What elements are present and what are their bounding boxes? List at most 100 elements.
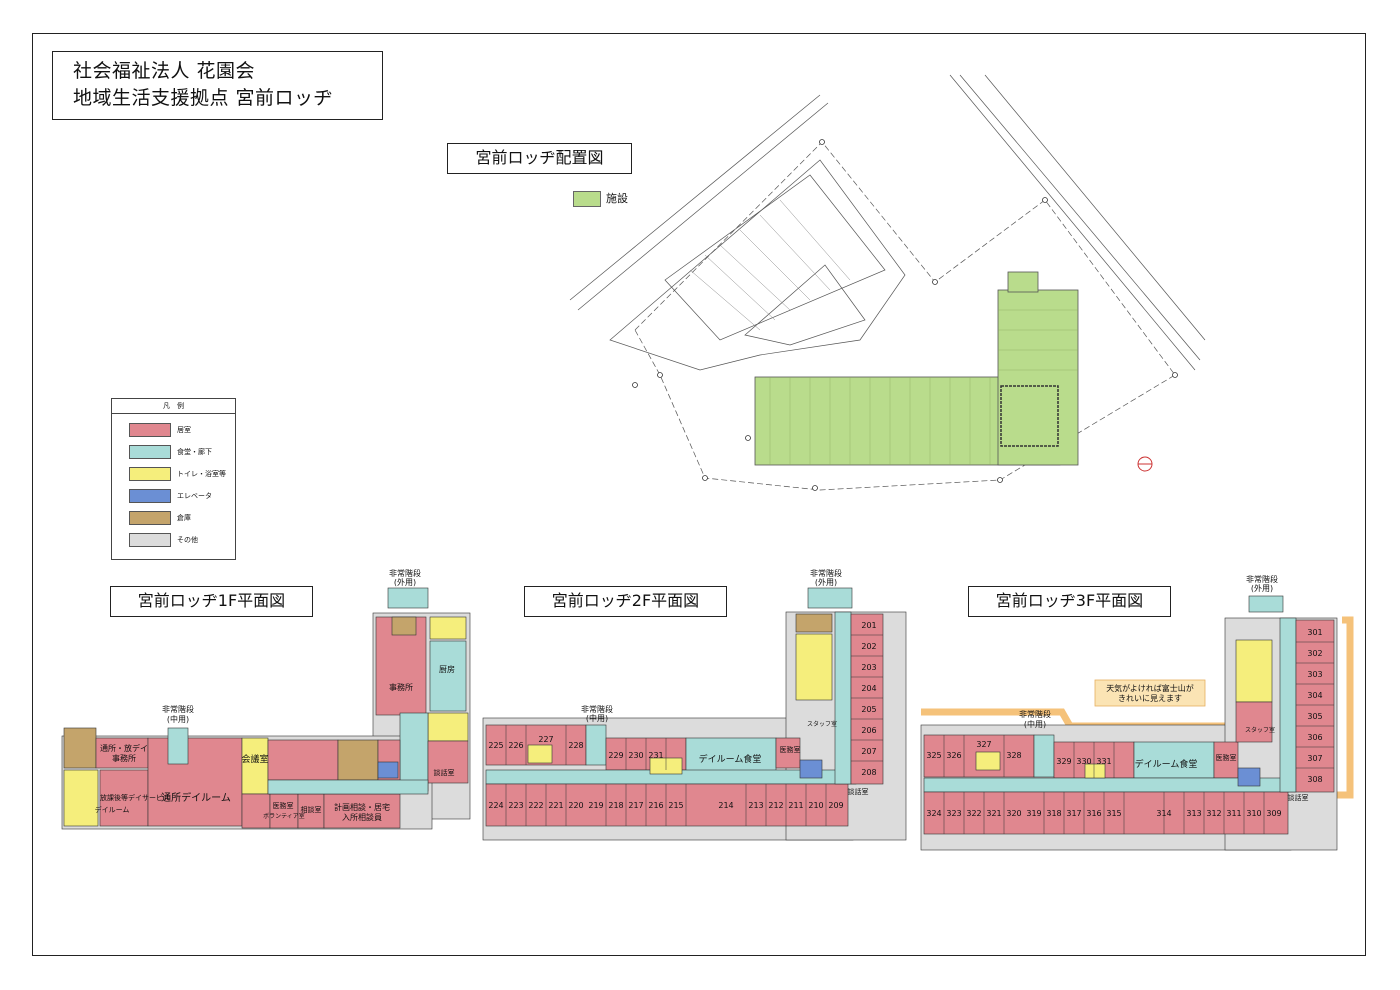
f3-room-318: 318	[1046, 809, 1061, 818]
site-plan-legend: 施設	[573, 190, 628, 207]
f3-stair-mid-label: 非常階段	[1019, 709, 1051, 719]
f2-talk: 談話室	[848, 787, 869, 796]
f3-talk: 談話室	[1288, 793, 1309, 802]
f2-stair-top-label: 非常階段	[810, 568, 842, 578]
legend-label: 倉庫	[177, 514, 191, 522]
f2-room-217: 217	[628, 801, 643, 810]
f3-room-325: 325	[926, 751, 941, 760]
f2-room-209: 209	[828, 801, 843, 810]
f3-room-301: 301	[1307, 628, 1322, 637]
f2-room-213: 213	[748, 801, 763, 810]
f3-room-316: 316	[1086, 809, 1101, 818]
f3-medical: 医務室	[1216, 753, 1237, 762]
legend-item-toilet: トイレ・浴室等	[129, 467, 226, 481]
f2-room-206: 206	[861, 726, 876, 735]
f3-room-320: 320	[1006, 809, 1021, 818]
organization-title-box: 社会福祉法人 花園会 地域生活支援拠点 宮前ロッヂ	[52, 51, 383, 120]
f2-room-219: 219	[588, 801, 603, 810]
f2-room-224: 224	[488, 801, 503, 810]
f3-dining: デイルーム食堂	[1135, 758, 1198, 770]
fuji-note-line2: きれいに見えます	[1118, 694, 1182, 703]
legend-item-other: その他	[129, 533, 198, 547]
f1-room-volunteer: ボランティア室	[263, 812, 305, 820]
legend-swatch	[129, 445, 171, 459]
f1-room-dayroom: デイルーム	[95, 805, 130, 814]
f3-room-327: 327	[976, 740, 991, 749]
facility-legend-label: 施設	[606, 192, 628, 205]
legend-swatch	[129, 511, 171, 525]
drawing-frame	[32, 33, 1366, 956]
f1-stair-top-sub: (外用)	[394, 577, 416, 587]
organization-name: 社会福祉法人 花園会	[73, 60, 256, 82]
f3-room-309: 309	[1266, 809, 1281, 818]
legend-item-room: 居室	[129, 423, 191, 437]
legend-swatch	[129, 423, 171, 437]
facility-name: 地域生活支援拠点 宮前ロッヂ	[73, 87, 334, 109]
f2-room-231: 231	[648, 751, 663, 760]
f2-room-228: 228	[568, 741, 583, 750]
f2-room-226: 226	[508, 741, 523, 750]
f1-room-office: 事務所	[389, 682, 413, 692]
f1-room-station: 医務室	[273, 801, 294, 810]
f3-room-331: 331	[1096, 757, 1111, 766]
f3-room-314: 314	[1156, 809, 1171, 818]
f2-room-210: 210	[808, 801, 823, 810]
f3-room-305: 305	[1307, 712, 1322, 721]
f3-room-329: 329	[1056, 757, 1071, 766]
f3-room-306: 306	[1307, 733, 1322, 742]
f1-room-entry: 入所相談員	[342, 812, 382, 822]
floor1-title: 宮前ロッヂ1F平面図	[110, 586, 313, 617]
fuji-note: 天気がよければ富士山が きれいに見えます	[1094, 679, 1206, 707]
f2-room-227: 227	[538, 735, 553, 744]
f2-room-221: 221	[548, 801, 563, 810]
f2-medical: 医務室	[780, 745, 801, 754]
f3-room-324: 324	[926, 809, 941, 818]
f2-room-203: 203	[861, 663, 876, 672]
f2-room-216: 216	[648, 801, 663, 810]
f2-room-220: 220	[568, 801, 583, 810]
f2-room-215: 215	[668, 801, 683, 810]
f1-stair-top-label: 非常階段	[389, 568, 421, 578]
legend-title: 凡 例	[112, 399, 235, 414]
f1-room-after-school: 放課後等デイサービス	[100, 793, 170, 802]
f1-room-meeting: 会議室	[241, 753, 268, 765]
f2-room-202: 202	[861, 642, 876, 651]
f2-stair-mid-sub: (中用)	[586, 713, 608, 723]
f3-room-321: 321	[986, 809, 1001, 818]
f1-room-consult: 相談室	[301, 805, 322, 814]
f3-room-322: 322	[966, 809, 981, 818]
f3-stair-mid-sub: (中用)	[1024, 719, 1046, 729]
f2-room-222: 222	[528, 801, 543, 810]
f2-room-218: 218	[608, 801, 623, 810]
f1-room-office-day: 通所・放デイ	[100, 743, 148, 753]
f3-room-302: 302	[1307, 649, 1322, 658]
f2-room-211: 211	[788, 801, 803, 810]
f2-room-212: 212	[768, 801, 783, 810]
f3-room-303: 303	[1307, 670, 1322, 679]
f2-room-201: 201	[861, 621, 876, 630]
f2-room-207: 207	[861, 747, 876, 756]
f3-room-307: 307	[1307, 754, 1322, 763]
legend-label: エレベータ	[177, 492, 212, 500]
f1-room-kitchen: 厨房	[439, 664, 455, 674]
f2-room-205: 205	[861, 705, 876, 714]
color-legend: 凡 例 居室 食堂・廊下 トイレ・浴室等 エレベータ 倉庫 その他	[111, 398, 236, 560]
f3-room-313: 313	[1186, 809, 1201, 818]
f2-room-225: 225	[488, 741, 503, 750]
legend-item-corridor: 食堂・廊下	[129, 445, 212, 459]
f1-stair-mid-sub: (中用)	[167, 714, 189, 724]
f1-room-talk: 談話室	[434, 768, 455, 777]
f3-stair-top-sub: (外用)	[1251, 583, 1273, 593]
legend-swatch	[129, 467, 171, 481]
fuji-note-line1: 天気がよければ富士山が	[1106, 683, 1194, 693]
f3-stair-top-label: 非常階段	[1246, 574, 1278, 584]
f3-room-312: 312	[1206, 809, 1221, 818]
f2-room-204: 204	[861, 684, 876, 693]
f3-room-304: 304	[1307, 691, 1322, 700]
legend-item-storage: 倉庫	[129, 511, 191, 525]
legend-label: その他	[177, 536, 198, 544]
f2-stair-mid-label: 非常階段	[581, 704, 613, 714]
legend-swatch	[129, 489, 171, 503]
floor2-title: 宮前ロッヂ2F平面図	[524, 586, 727, 617]
